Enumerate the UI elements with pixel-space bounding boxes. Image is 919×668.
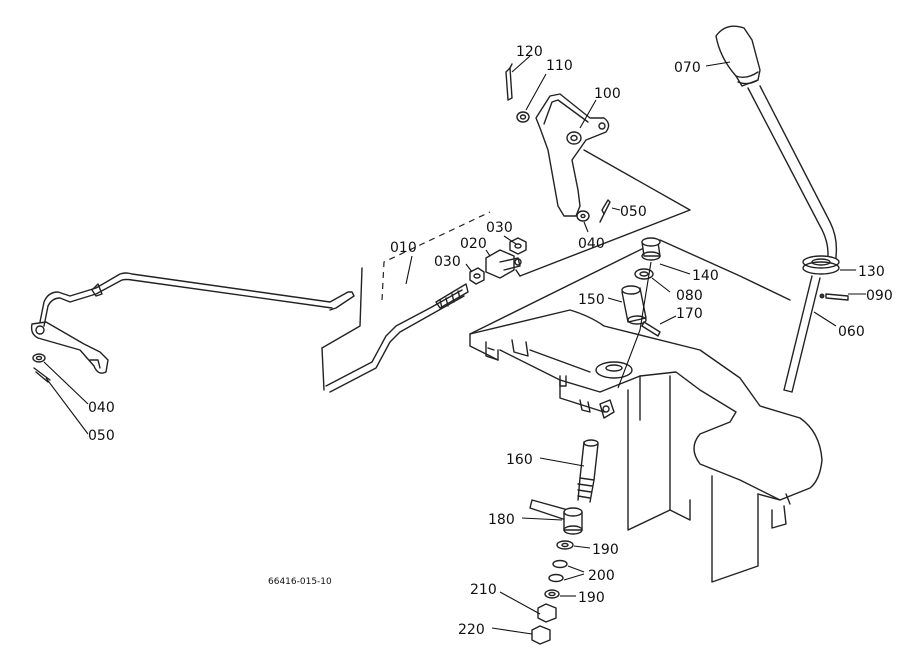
drawing-code: 66416-015-10 — [268, 577, 332, 587]
callout-210: 210 — [470, 582, 497, 598]
main-bracket — [469, 239, 823, 583]
lever-plate-100 — [535, 93, 610, 222]
shift-lever-060 — [747, 85, 838, 393]
shaft-160 — [577, 439, 599, 503]
washers-200 — [548, 559, 568, 583]
callout-010: 010 — [390, 240, 417, 256]
pin-050-upper — [599, 199, 611, 223]
collar-180 — [529, 499, 583, 535]
mounting-outline — [515, 149, 691, 277]
pin-120 — [505, 63, 513, 101]
callout-040-left: 040 — [88, 400, 115, 416]
callout-110: 110 — [546, 58, 573, 74]
clevis-020 — [485, 249, 522, 279]
callout-060: 060 — [838, 324, 865, 340]
callout-050-upper: 050 — [620, 204, 647, 220]
pin-170 — [641, 321, 661, 337]
left-link-plate — [30, 321, 109, 374]
washer-080 — [634, 268, 654, 280]
callout-100: 100 — [594, 86, 621, 102]
callout-070: 070 — [674, 60, 701, 76]
callout-170: 170 — [676, 306, 703, 322]
callout-190-upper: 190 — [592, 542, 619, 558]
washer-190-upper — [556, 540, 574, 550]
callout-190-lower: 190 — [578, 590, 605, 606]
callout-080: 080 — [676, 288, 703, 304]
callout-090: 090 — [866, 288, 893, 304]
callout-050-left: 050 — [88, 428, 115, 444]
callout-160: 160 — [506, 452, 533, 468]
washer-190-lower — [544, 589, 560, 599]
nut-030-upper — [509, 237, 527, 255]
leader-lines — [43, 55, 866, 635]
callout-130: 130 — [858, 264, 885, 280]
dashed-panel — [321, 211, 491, 391]
shift-knob-070 — [715, 25, 761, 87]
grommet-130 — [802, 255, 840, 275]
callout-120: 120 — [516, 44, 543, 60]
pin-090 — [819, 293, 849, 301]
nut-030-lower — [469, 267, 485, 285]
sleeve-150 — [621, 285, 647, 325]
bushing-140 — [641, 237, 661, 261]
nut-210 — [537, 603, 557, 623]
callout-030-lower: 030 — [434, 254, 461, 270]
cable-010 — [325, 283, 469, 393]
callout-140: 140 — [692, 268, 719, 284]
callout-150: 150 — [578, 292, 605, 308]
callout-200: 200 — [588, 568, 615, 584]
washer-110 — [516, 111, 530, 123]
callout-030-upper: 030 — [486, 220, 513, 236]
vertical-axis-line — [617, 261, 652, 389]
left-linkage-rod — [39, 272, 355, 327]
nut-220 — [531, 625, 551, 645]
shaft-assembly — [559, 375, 615, 419]
left-washer-and-pin — [32, 353, 51, 383]
callout-040-upper: 040 — [578, 236, 605, 252]
callout-020: 020 — [460, 236, 487, 252]
callout-220: 220 — [458, 622, 485, 638]
callout-180: 180 — [488, 512, 515, 528]
callout-labels: 120 110 100 070 050 030 010 020 040 030 … — [88, 44, 893, 638]
